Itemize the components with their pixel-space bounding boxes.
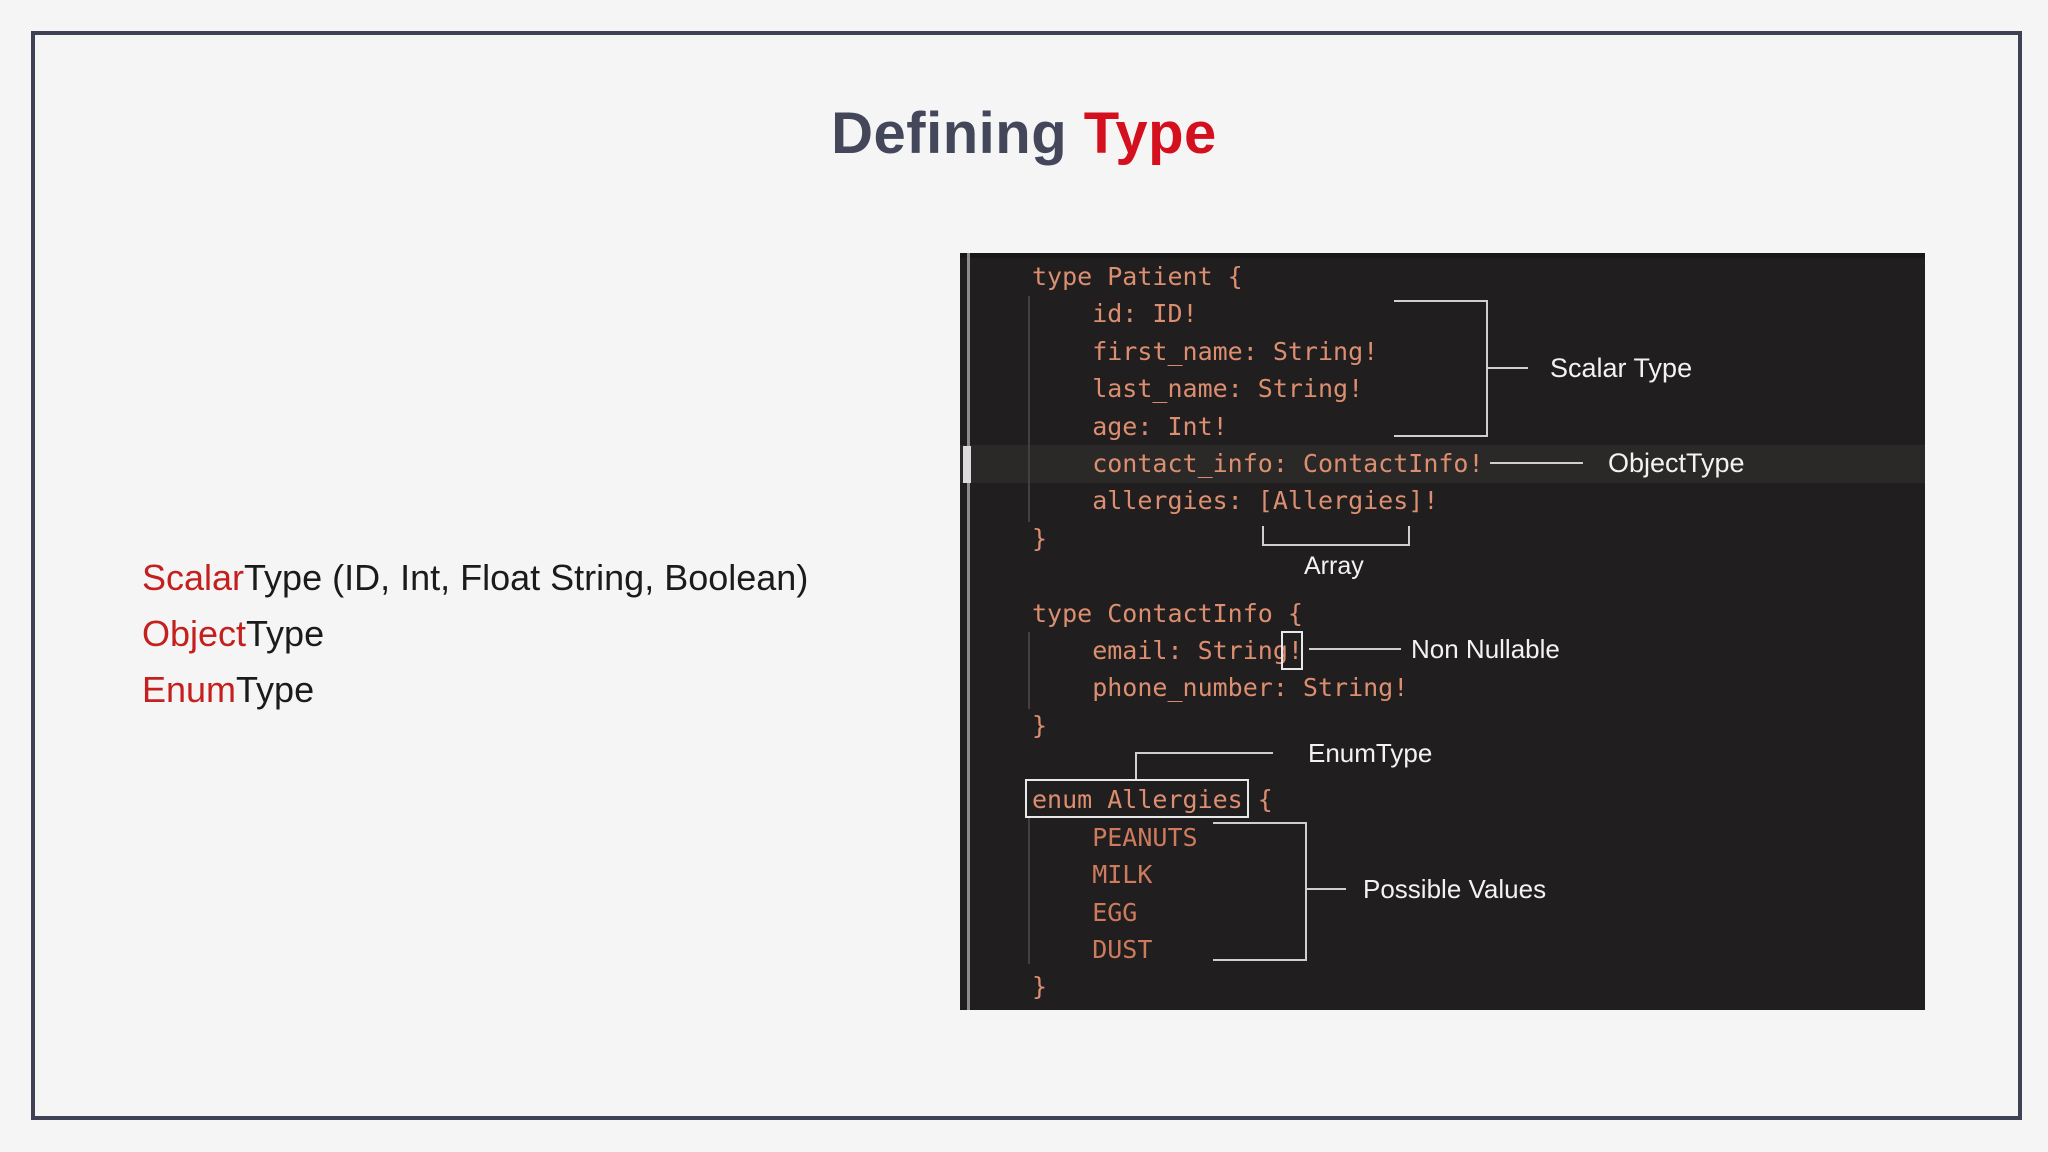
code-line: type Patient { xyxy=(1032,262,1243,291)
code-line: EGG xyxy=(1032,897,1138,927)
code-line: enum Allergies { xyxy=(1032,785,1273,815)
indent-guide xyxy=(1028,296,1030,522)
scalar-bracket-tick-line xyxy=(1488,367,1528,369)
code-line: MILK xyxy=(1032,860,1153,890)
page-title-prefix: Defining xyxy=(831,101,1084,166)
scalar-bracket-vertical-line xyxy=(1486,300,1488,437)
slide-border xyxy=(31,31,2022,1120)
code-line: DUST xyxy=(1032,935,1153,965)
editor-left-edge xyxy=(967,253,970,1010)
type-list-item: ScalarType (ID, Int, Float String, Boole… xyxy=(142,550,808,606)
text-cursor xyxy=(963,446,971,483)
enum-type-pointer-line xyxy=(1135,752,1273,754)
editor-top-strip xyxy=(960,253,1925,258)
type-list-item-rest: Type xyxy=(246,613,325,654)
non-nullable-pointer-line xyxy=(1309,648,1401,650)
array-bracket-left-line xyxy=(1262,526,1264,546)
array-bracket-right-line xyxy=(1408,526,1410,546)
code-line: } xyxy=(1032,523,1048,553)
type-list-item-accent: Enum xyxy=(142,669,237,710)
enum-declaration-highlight-box xyxy=(1025,779,1249,818)
indent-guide xyxy=(1028,632,1030,709)
enum-type-pointer-elbow xyxy=(1135,752,1137,780)
code-line: allergies: [Allergies]! xyxy=(1032,486,1439,516)
enum-type-label: EnumType xyxy=(1308,738,1433,768)
current-line-highlight xyxy=(960,445,1925,483)
indent-guide xyxy=(1028,816,1030,964)
object-type-label: ObjectType xyxy=(1608,448,1745,478)
type-list: ScalarType (ID, Int, Float String, Boole… xyxy=(142,550,808,718)
possible-values-label: Possible Values xyxy=(1363,874,1547,904)
code-line: contact_info: ContactInfo! xyxy=(1032,448,1484,478)
scalar-type-label: Scalar Type xyxy=(1550,353,1693,383)
possible-values-bracket-vertical-line xyxy=(1305,822,1307,961)
type-list-item: ObjectType xyxy=(142,606,808,662)
code-editor-panel: type Patient { id: ID! first_name: Strin… xyxy=(960,253,1925,1010)
code-line: email: String! xyxy=(1032,635,1303,665)
type-list-item: EnumType xyxy=(142,662,808,718)
non-nullable-highlight-box xyxy=(1281,631,1303,670)
type-list-item-accent: Scalar xyxy=(142,557,245,598)
page-title-accent: Type xyxy=(1083,101,1217,166)
code-line: id: ID! xyxy=(1032,299,1198,329)
possible-values-bracket-bottom-line xyxy=(1213,959,1307,961)
code-line: } xyxy=(1032,710,1048,740)
code-line: PEANUTS xyxy=(1032,822,1198,852)
code-line xyxy=(1032,557,1484,594)
type-list-item-rest: Type xyxy=(236,669,315,710)
code-line: phone_number: String! xyxy=(1032,673,1409,703)
scalar-bracket-top-line xyxy=(1394,300,1488,302)
scalar-bracket-bottom-line xyxy=(1394,435,1488,437)
code-block: type Patient { id: ID! first_name: Strin… xyxy=(1032,258,1484,1006)
type-list-item-accent: Object xyxy=(142,613,247,654)
code-line: age: Int! xyxy=(1032,411,1228,441)
type-list-item-rest: Type (ID, Int, Float String, Boolean) xyxy=(244,557,809,598)
page-title: Defining Type xyxy=(0,100,2048,167)
code-line: last_name: String! xyxy=(1032,374,1364,404)
possible-values-bracket-top-line xyxy=(1213,822,1307,824)
code-line: type ContactInfo { xyxy=(1032,598,1303,628)
code-line: } xyxy=(1032,972,1048,1002)
array-bracket-bottom-line xyxy=(1262,544,1410,546)
object-type-pointer-line xyxy=(1490,462,1583,464)
code-line: first_name: String! xyxy=(1032,336,1379,366)
non-nullable-label: Non Nullable xyxy=(1411,634,1560,664)
possible-values-bracket-tick-line xyxy=(1307,888,1346,890)
array-label: Array xyxy=(1304,552,1364,580)
